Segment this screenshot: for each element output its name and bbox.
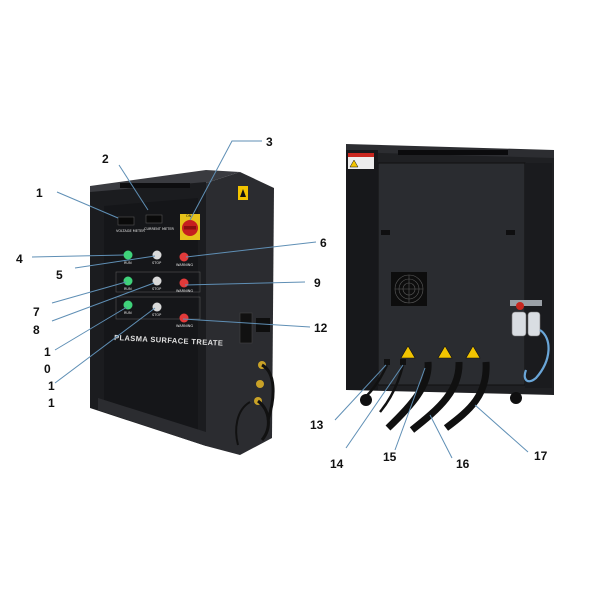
rear-wheel-right xyxy=(510,392,522,404)
air-filter-regulator xyxy=(510,300,550,383)
callout-6: 6 xyxy=(320,236,327,250)
indicator-row-3-frame xyxy=(115,296,201,320)
warning-lamp-2 xyxy=(179,278,189,288)
cable-14 xyxy=(379,364,405,413)
leader-1 xyxy=(56,191,119,219)
callout-8: 8 xyxy=(33,323,40,337)
side-cable-1 xyxy=(261,363,275,421)
rear-cabinet xyxy=(346,144,554,433)
warning-lamp-3-label: WARNING xyxy=(176,324,193,328)
stop-lamp-2-label: STOP xyxy=(152,287,161,291)
hose-warning-icon-1 xyxy=(400,345,416,359)
run-lamp-2-label: RUN xyxy=(124,287,132,291)
callout-13: 13 xyxy=(310,418,324,432)
leader-16 xyxy=(429,414,453,459)
side-cable-3 xyxy=(235,401,251,446)
callout-10-line2: 0 xyxy=(44,362,51,376)
bottom-connector-1 xyxy=(384,359,390,365)
run-lamp-1-label: RUN xyxy=(124,261,132,265)
side-connector-block xyxy=(256,318,270,332)
warning-lamp-1 xyxy=(179,252,189,262)
run-lamp-3-label: RUN xyxy=(124,311,132,315)
rear-warning-label-header xyxy=(348,153,374,157)
stop-lamp-1-label: STOP xyxy=(152,261,161,265)
stop-lamp-1 xyxy=(152,250,162,260)
callout-1: 1 xyxy=(36,186,43,200)
leader-4 xyxy=(31,254,125,258)
leader-12 xyxy=(182,318,311,328)
side-connector-2 xyxy=(256,380,264,388)
callout-2: 2 xyxy=(102,152,109,166)
warning-lamp-2-label: WARNING xyxy=(176,289,193,293)
leader-11 xyxy=(54,307,156,384)
stop-lamp-3 xyxy=(152,302,162,312)
side-handle xyxy=(239,312,253,344)
warning-lamp-3 xyxy=(179,313,189,323)
run-lamp-2 xyxy=(123,276,133,286)
callout-10-line1: 1 xyxy=(44,345,51,359)
hose-16 xyxy=(409,361,463,433)
callout-3: 3 xyxy=(266,135,273,149)
leader-15 xyxy=(394,367,426,451)
main-switch-handle[interactable] xyxy=(184,226,196,230)
leader-3 xyxy=(189,140,262,221)
leader-8 xyxy=(51,282,155,322)
callout-7: 7 xyxy=(33,305,40,319)
stop-lamp-3-label: STOP xyxy=(152,313,161,317)
leader-lines xyxy=(31,140,529,459)
indicator-row-3: RUN STOP WARNING xyxy=(115,296,201,328)
callout-11-line1: 1 xyxy=(48,379,55,393)
front-cabinet: VOLTAGE METER CURRENT METER ON RUN STOP … xyxy=(90,170,275,455)
rear-warning-triangle-icon xyxy=(349,159,359,168)
leader-17 xyxy=(474,404,529,453)
indicator-row-2: RUN STOP WARNING xyxy=(115,271,201,293)
hose-warning-icon-3 xyxy=(465,345,481,359)
cooling-fan-grille xyxy=(394,274,424,304)
callout-14: 14 xyxy=(330,457,344,471)
current-meter xyxy=(145,214,163,224)
leader-6 xyxy=(185,241,317,258)
cable-13 xyxy=(361,364,389,401)
callout-16: 16 xyxy=(456,457,470,471)
leader-10 xyxy=(54,306,128,351)
leader-9 xyxy=(184,281,306,286)
rear-top-vent xyxy=(398,150,508,155)
run-lamp-1 xyxy=(123,250,133,260)
hose-warning-icon-2 xyxy=(437,345,453,359)
callout-9: 9 xyxy=(314,276,321,290)
rear-wheel-left xyxy=(360,394,372,406)
hose-17 xyxy=(443,361,490,431)
warning-lamp-1-label: WARNING xyxy=(176,263,193,267)
callout-15: 15 xyxy=(383,450,397,464)
leader-5 xyxy=(74,255,156,269)
top-vent-grille xyxy=(120,183,190,188)
cabinet-base xyxy=(98,398,206,446)
callout-11-line2: 1 xyxy=(48,396,55,410)
rear-left-strip xyxy=(346,150,378,390)
main-switch-label: ON xyxy=(186,214,192,218)
voltage-meter xyxy=(117,216,135,226)
side-warning-triangle-icon xyxy=(240,189,246,197)
stop-lamp-2 xyxy=(152,276,162,286)
bottom-connector-2 xyxy=(400,359,406,365)
hose-15 xyxy=(385,361,432,431)
leader-7 xyxy=(51,281,127,304)
callout-12: 12 xyxy=(314,321,328,335)
leader-13 xyxy=(334,364,387,421)
rear-clip-left xyxy=(381,230,390,235)
callout-17: 17 xyxy=(534,449,548,463)
cabinet-top xyxy=(90,170,240,195)
rear-clip-right xyxy=(506,230,515,235)
leader-2 xyxy=(118,164,149,211)
indicator-row-2-frame xyxy=(115,271,201,293)
callout-numbers: 1 2 3 4 5 6 7 8 9 1 0 1 1 12 13 14 15 16… xyxy=(16,135,548,471)
callout-5: 5 xyxy=(56,268,63,282)
leader-14 xyxy=(345,364,404,449)
side-cable-2 xyxy=(257,399,270,441)
current-meter-label: CURRENT METER xyxy=(144,227,175,231)
voltage-meter-label: VOLTAGE METER xyxy=(116,229,145,233)
indicator-row-1: RUN STOP WARNING xyxy=(123,250,193,267)
callout-4: 4 xyxy=(16,252,23,266)
